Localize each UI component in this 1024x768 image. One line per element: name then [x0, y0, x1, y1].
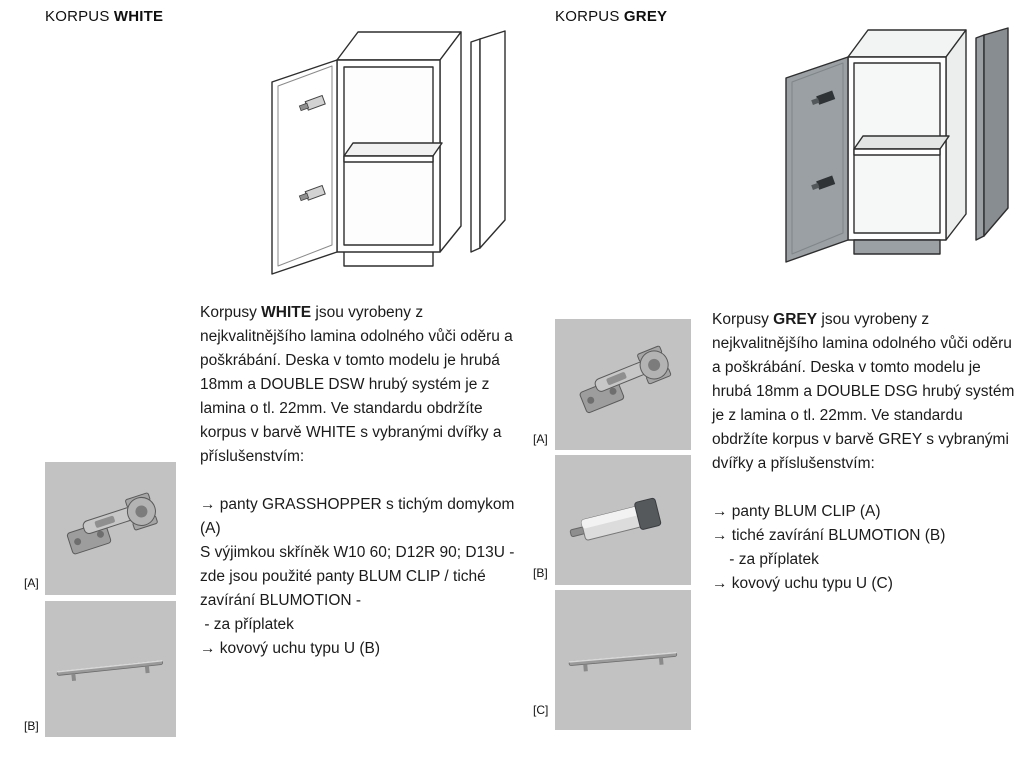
korpus-grey-title: KORPUS GREY: [555, 8, 667, 25]
hardware-label-grey-a: [A]: [533, 432, 548, 446]
hardware-label-white-a: [A]: [24, 576, 39, 590]
korpus-white-intro: Korpusy WHITE jsou vyrobeny z nejkvalitn…: [200, 304, 513, 465]
cabinet-grey-svg: [785, 27, 1009, 263]
hardware-label-white-b: [B]: [24, 719, 39, 733]
u-handle-icon: [568, 651, 678, 672]
hardware-image-white-a: [45, 462, 176, 595]
hardware-image-grey-c: [555, 590, 691, 730]
korpus-grey-intro: Korpusy GREY jsou vyrobeny z nejkvalitně…: [712, 311, 1015, 472]
cabinet-drawing-white: [252, 2, 524, 284]
hardware-image-grey-b: [555, 455, 691, 585]
korpus-grey-feature-list: → panty BLUM CLIP (A)→ tiché zavírání BL…: [712, 503, 946, 592]
hinge-icon: [579, 345, 672, 414]
korpus-grey-title-prefix: KORPUS: [555, 8, 624, 25]
cabinet-drawing-grey: [768, 2, 1023, 274]
hardware-label-grey-b: [B]: [533, 566, 548, 580]
cabinet-white-svg: [271, 30, 506, 275]
damper-icon: [569, 497, 662, 541]
korpus-grey-title-word: GREY: [623, 8, 668, 25]
hardware-image-white-b: [45, 601, 176, 737]
korpus-white-title-prefix: KORPUS: [45, 8, 114, 25]
korpus-white-feature-list: → panty GRASSHOPPER s tichým domykom (A)…: [200, 496, 519, 657]
korpus-white-description: Korpusy WHITE jsou vyrobeny z nejkvalitn…: [200, 301, 518, 661]
hardware-label-grey-c: [C]: [533, 703, 549, 717]
u-handle-icon: [56, 660, 164, 682]
korpus-white-title: KORPUS WHITE: [45, 8, 163, 25]
hardware-image-grey-a: [555, 319, 691, 450]
korpus-white-title-word: WHITE: [113, 8, 164, 25]
korpus-grey-description: Korpusy GREY jsou vyrobeny z nejkvalitně…: [712, 308, 1018, 596]
hinge-icon: [66, 492, 158, 555]
door-hinge-marks: [298, 94, 326, 112]
